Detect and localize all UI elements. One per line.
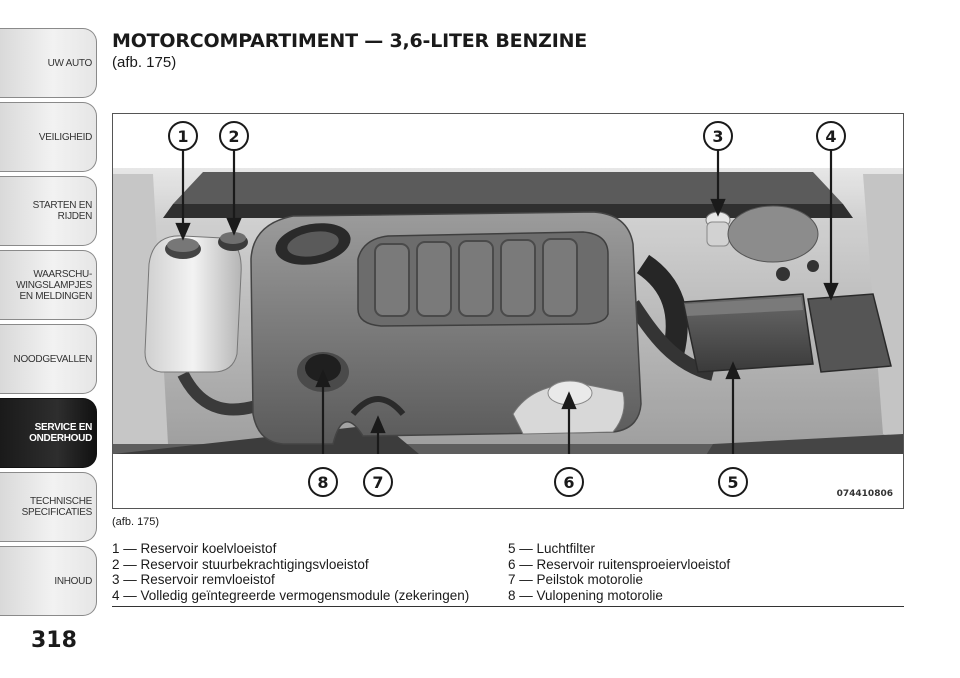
callout-7-label: 7 bbox=[372, 473, 383, 492]
legend-item: 8 — Vulopening motorolie bbox=[508, 587, 663, 603]
engine-illustration: 1 2 3 4 5 6 7 8 bbox=[113, 121, 903, 508]
engine-compartment-figure: 1 2 3 4 5 6 7 8 bbox=[112, 113, 904, 509]
figure-reference: (afb. 175) bbox=[112, 54, 177, 71]
tab-technische-specificaties[interactable]: TECHNISCHE SPECIFICATIES bbox=[0, 472, 97, 542]
legend-right-column: 5 — Luchtfilter 6 — Reservoir ruitenspro… bbox=[508, 541, 730, 603]
callout-3-number: 3 bbox=[712, 127, 723, 146]
legend-item: 3 — Reservoir remvloeistof bbox=[112, 572, 275, 587]
tab-label: WAARSCHU- WINGSLAMPJES EN MELDINGEN bbox=[16, 268, 92, 302]
tab-label: SERVICE EN ONDERHOUD bbox=[29, 422, 92, 444]
legend-item: 7 — Peilstok motorolie bbox=[508, 572, 644, 587]
tab-label: TECHNISCHE SPECIFICATIES bbox=[21, 496, 93, 518]
callout-5-label: 5 bbox=[727, 473, 738, 492]
tab-noodgevallen[interactable]: NOODGEVALLEN bbox=[0, 324, 97, 394]
legend-item: 4 — Volledig geïntegreerde vermogensmodu… bbox=[112, 587, 470, 603]
tab-waarschuwingslampjes[interactable]: WAARSCHU- WINGSLAMPJES EN MELDINGEN bbox=[0, 250, 97, 320]
legend-left-column: 1 — Reservoir koelvloeistof 2 — Reservoi… bbox=[112, 541, 469, 603]
tab-service-en-onderhoud[interactable]: SERVICE EN ONDERHOUD bbox=[0, 398, 97, 468]
page-number: 318 bbox=[31, 628, 77, 653]
tab-label: STARTEN EN RIJDEN bbox=[32, 200, 93, 222]
tab-label: INHOUD bbox=[54, 575, 92, 587]
legend-item: 5 — Luchtfilter bbox=[508, 541, 596, 556]
tab-veiligheid[interactable]: VEILIGHEID bbox=[0, 102, 97, 172]
tab-label: VEILIGHEID bbox=[38, 131, 92, 143]
callout-8-label: 8 bbox=[317, 473, 328, 492]
callout-3: 3 bbox=[703, 121, 733, 151]
tab-label: UW AUTO bbox=[47, 57, 93, 69]
callout-1: 1 bbox=[168, 121, 198, 151]
callout-1-number: 1 bbox=[177, 127, 188, 146]
legend-item: 2 — Reservoir stuurbekrachtigingsvloeist… bbox=[112, 556, 369, 572]
page-title: MOTORCOMPARTIMENT — 3,6-LITER BENZINE bbox=[112, 30, 588, 52]
callout-2: 2 bbox=[219, 121, 249, 151]
tab-starten-en-rijden[interactable]: STARTEN EN RIJDEN bbox=[0, 176, 97, 246]
callout-4: 4 bbox=[816, 121, 846, 151]
tab-inhoud[interactable]: INHOUD bbox=[0, 546, 97, 616]
divider-rule bbox=[112, 606, 904, 607]
figure-caption: (afb. 175) bbox=[112, 516, 160, 528]
callout-2-number: 2 bbox=[228, 127, 239, 146]
tab-uw-auto[interactable]: UW AUTO bbox=[0, 28, 97, 98]
figure-code: 074410806 bbox=[837, 489, 893, 499]
tab-label: NOODGEVALLEN bbox=[13, 353, 93, 365]
legend-item: 1 — Reservoir koelvloeistof bbox=[112, 541, 277, 556]
legend-item: 6 — Reservoir ruitensproeiervloeistof bbox=[508, 556, 731, 572]
callout-6-label: 6 bbox=[563, 473, 574, 492]
callout-4-number: 4 bbox=[825, 127, 836, 146]
